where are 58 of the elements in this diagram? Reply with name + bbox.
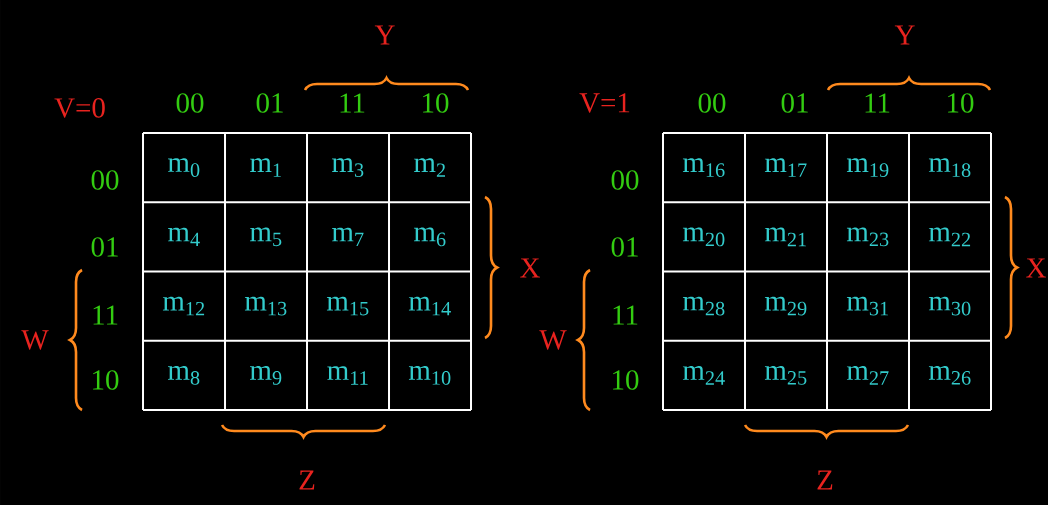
- minterm-label: m$_{3}$: [332, 158, 364, 177]
- row-label: 00: [611, 170, 639, 190]
- column-label: 01: [781, 93, 808, 113]
- minterm-label: m$_{16}$: [682, 158, 725, 177]
- minterm-label: m$_{11}$: [327, 366, 368, 385]
- minterm-label: m$_{2}$: [414, 158, 445, 177]
- variable-label: X: [520, 258, 540, 278]
- minterm-label: m$_{20}$: [682, 227, 725, 247]
- minterm-label: m$_{9}$: [250, 366, 282, 385]
- row-label: 11: [93, 305, 118, 325]
- variable-label: Y: [894, 25, 915, 45]
- variable-label: V=0: [54, 98, 105, 118]
- minterm-label: m$_{10}$: [408, 366, 451, 385]
- minterm-label: m$_{27}$: [846, 366, 889, 385]
- row-label: 10: [613, 370, 639, 390]
- column-label: 00: [698, 93, 726, 113]
- variable-label: Z: [299, 470, 315, 490]
- minterm-label: m$_{12}$: [162, 296, 205, 316]
- column-label: 11: [340, 93, 365, 113]
- minterm-label: m$_{21}$: [764, 227, 806, 247]
- minterm-label: m$_{17}$: [764, 158, 807, 177]
- variable-label: W: [539, 330, 567, 350]
- minterm-label: m$_{30}$: [928, 296, 971, 316]
- minterm-label: m$_{24}$: [682, 366, 725, 385]
- minterm-label: m$_{28}$: [682, 296, 725, 316]
- minterm-label: m$_{23}$: [846, 227, 889, 247]
- column-label: 00: [176, 93, 204, 113]
- row-label: 00: [91, 170, 119, 190]
- minterm-label: m$_{14}$: [408, 296, 451, 316]
- minterm-label: m$_{1}$: [250, 158, 281, 177]
- minterm-label: m$_{0}$: [168, 158, 200, 177]
- variable-label: V=1: [579, 93, 630, 113]
- column-label: 01: [256, 93, 283, 113]
- row-label: 01: [611, 237, 638, 257]
- row-label: 10: [93, 370, 119, 390]
- minterm-label: m$_{7}$: [332, 227, 364, 247]
- minterm-label: m$_{25}$: [764, 366, 807, 385]
- variable-label: Z: [817, 470, 833, 490]
- minterm-label: m$_{8}$: [168, 366, 200, 385]
- minterm-label: m$_{5}$: [250, 227, 282, 247]
- column-label: 11: [865, 93, 890, 113]
- column-label: 10: [423, 93, 449, 113]
- minterm-label: m$_{19}$: [846, 158, 889, 177]
- column-label: 10: [948, 93, 974, 113]
- minterm-label: m$_{31}$: [846, 296, 888, 316]
- variable-label: W: [21, 330, 49, 350]
- variable-label: X: [1026, 258, 1046, 278]
- minterm-label: m$_{22}$: [928, 227, 971, 247]
- minterm-label: m$_{4}$: [168, 227, 200, 247]
- row-label: 01: [91, 237, 118, 257]
- minterm-label: m$_{13}$: [244, 296, 287, 316]
- row-label: 11: [613, 305, 638, 325]
- minterm-label: m$_{6}$: [414, 227, 446, 247]
- minterm-label: m$_{29}$: [764, 296, 807, 316]
- minterm-label: m$_{15}$: [326, 296, 369, 316]
- variable-label: Y: [374, 25, 395, 45]
- minterm-label: m$_{18}$: [928, 158, 971, 177]
- minterm-label: m$_{26}$: [928, 366, 971, 385]
